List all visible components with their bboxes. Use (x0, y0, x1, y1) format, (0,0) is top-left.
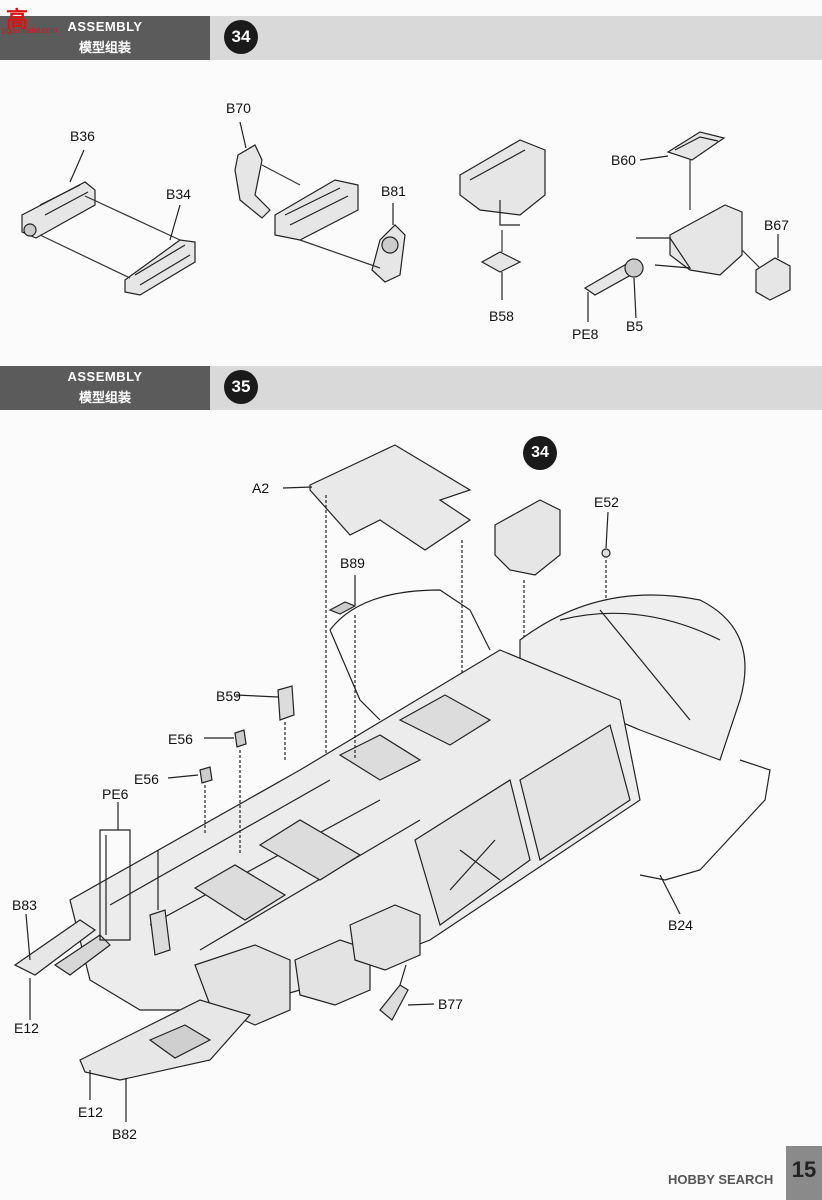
part-label-pe6: PE6 (102, 786, 129, 802)
site-logo: 高 pga-model.com (2, 7, 58, 35)
part-b34-b81-body (274, 179, 359, 241)
section-header-34: ASSEMBLY 模型组装 34 (0, 16, 822, 60)
part-label-b70: B70 (226, 100, 251, 116)
part-label-e12: E12 (14, 1020, 39, 1036)
part-label-b67: B67 (764, 217, 789, 233)
part-label-b83: B83 (12, 897, 37, 913)
step-number: 35 (224, 370, 258, 404)
part-label-b59: B59 (216, 688, 241, 704)
part-label-e52: E52 (594, 494, 619, 510)
watermark: HOBBY SEARCH (668, 1172, 774, 1187)
assembly-title-en: ASSEMBLY (67, 19, 143, 34)
part-label-b60: B60 (611, 152, 636, 168)
part-label-e56: E56 (168, 731, 193, 747)
page-number: 15 (786, 1146, 822, 1200)
section-header-35: ASSEMBLY 模型组装 35 (0, 366, 822, 410)
part-a2 (309, 444, 472, 551)
part-label-b77: B77 (438, 996, 463, 1012)
assembly-title-cn: 模型组装 (78, 390, 131, 405)
assembly-title-en: ASSEMBLY (67, 369, 143, 384)
part-label-b58: B58 (489, 308, 514, 324)
part-turret-assembly (494, 499, 561, 576)
part-label-pe8: PE8 (572, 326, 599, 342)
part-turret-b67-group (583, 204, 791, 301)
part-b70 (234, 144, 271, 219)
part-b34 (124, 239, 196, 296)
part-label-e56: E56 (134, 771, 159, 787)
assembly-title-cn: 模型组装 (78, 40, 131, 55)
part-b60 (666, 131, 726, 161)
part-turret-b58 (459, 139, 546, 273)
part-label-b82: B82 (112, 1126, 137, 1142)
part-label-b89: B89 (340, 555, 365, 571)
part-label-b34: B34 (166, 186, 191, 202)
step-reference-callout: 34 (523, 436, 557, 470)
part-label-b36: B36 (70, 128, 95, 144)
part-label-b81: B81 (381, 183, 406, 199)
part-label-e12: E12 (78, 1104, 103, 1120)
part-label-b5: B5 (626, 318, 644, 334)
step-number: 34 (224, 20, 258, 54)
part-label-a2: A2 (252, 480, 270, 496)
part-label-b24: B24 (668, 917, 693, 933)
part-b81 (371, 224, 406, 283)
part-b36 (21, 181, 96, 239)
